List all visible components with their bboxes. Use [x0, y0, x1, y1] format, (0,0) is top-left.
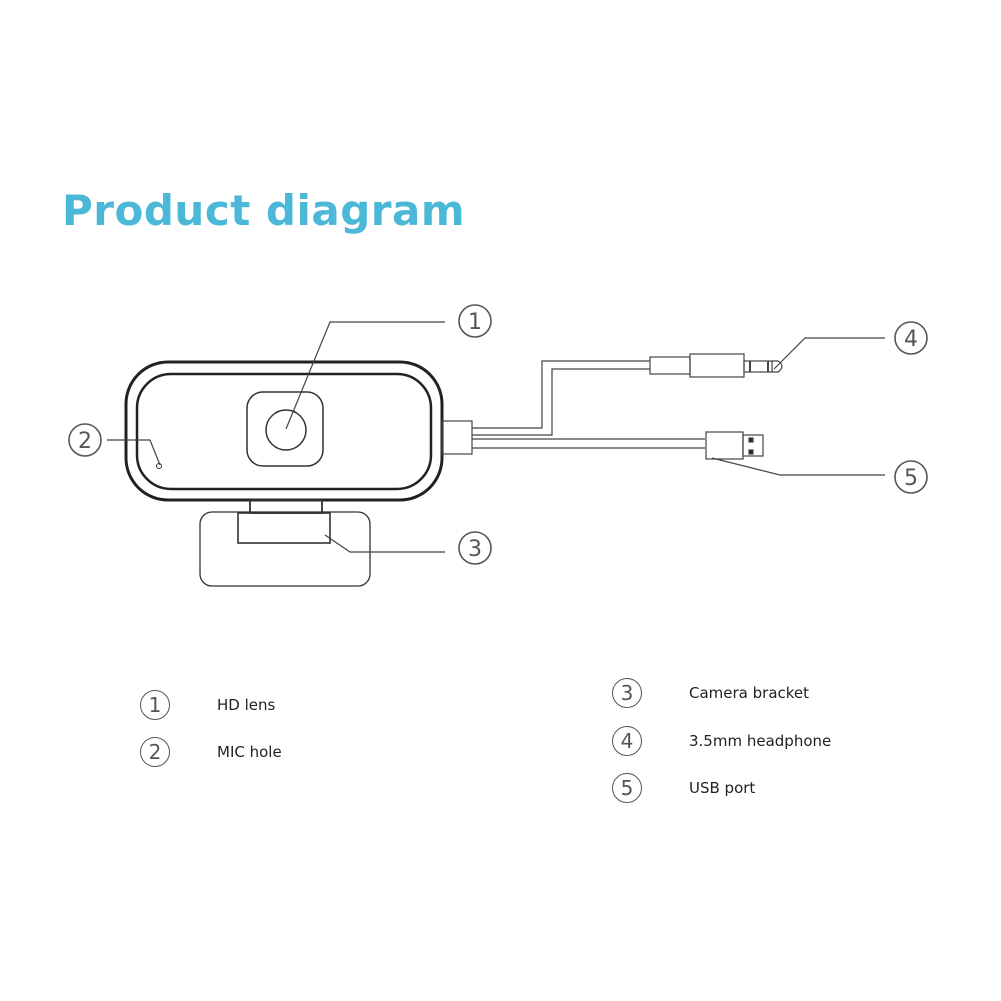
callout-1: 1	[458, 304, 492, 338]
legend-number: 2	[140, 737, 170, 767]
legend-label: HD lens	[217, 696, 276, 714]
legend-number: 1	[140, 690, 170, 720]
lens-icon	[246, 391, 324, 467]
leader-lines	[107, 321, 885, 553]
cable-icon	[441, 360, 705, 455]
svg-text:2: 2	[78, 429, 92, 454]
svg-text:4: 4	[904, 327, 918, 352]
callout-2: 2	[68, 423, 102, 457]
callout-5: 5	[894, 460, 928, 494]
legend-number: 5	[612, 773, 642, 803]
headphone-jack-icon	[649, 353, 783, 378]
page-title: Product diagram	[62, 186, 466, 235]
legend-item-camera-bracket: 3 Camera bracket	[612, 678, 809, 708]
legend-item-hd-lens: 1 HD lens	[140, 690, 275, 720]
svg-text:5: 5	[904, 466, 918, 491]
legend-item-headphone: 4 3.5mm headphone	[612, 726, 831, 756]
legend-label: MIC hole	[217, 743, 282, 761]
mic-hole-icon	[156, 463, 162, 469]
legend-item-usb-port: 5 USB port	[612, 773, 755, 803]
legend-label: USB port	[689, 779, 756, 797]
bracket-icon	[199, 499, 371, 587]
legend-number: 4	[612, 726, 642, 756]
webcam-body	[124, 360, 444, 502]
svg-text:3: 3	[468, 537, 482, 562]
legend-number: 3	[612, 678, 642, 708]
callout-4: 4	[894, 321, 928, 355]
callout-3: 3	[458, 531, 492, 565]
legend-label: Camera bracket	[689, 684, 810, 702]
legend-label: 3.5mm headphone	[689, 732, 832, 750]
usb-plug-icon	[705, 431, 764, 460]
legend-item-mic-hole: 2 MIC hole	[140, 737, 282, 767]
svg-text:1: 1	[468, 310, 482, 335]
